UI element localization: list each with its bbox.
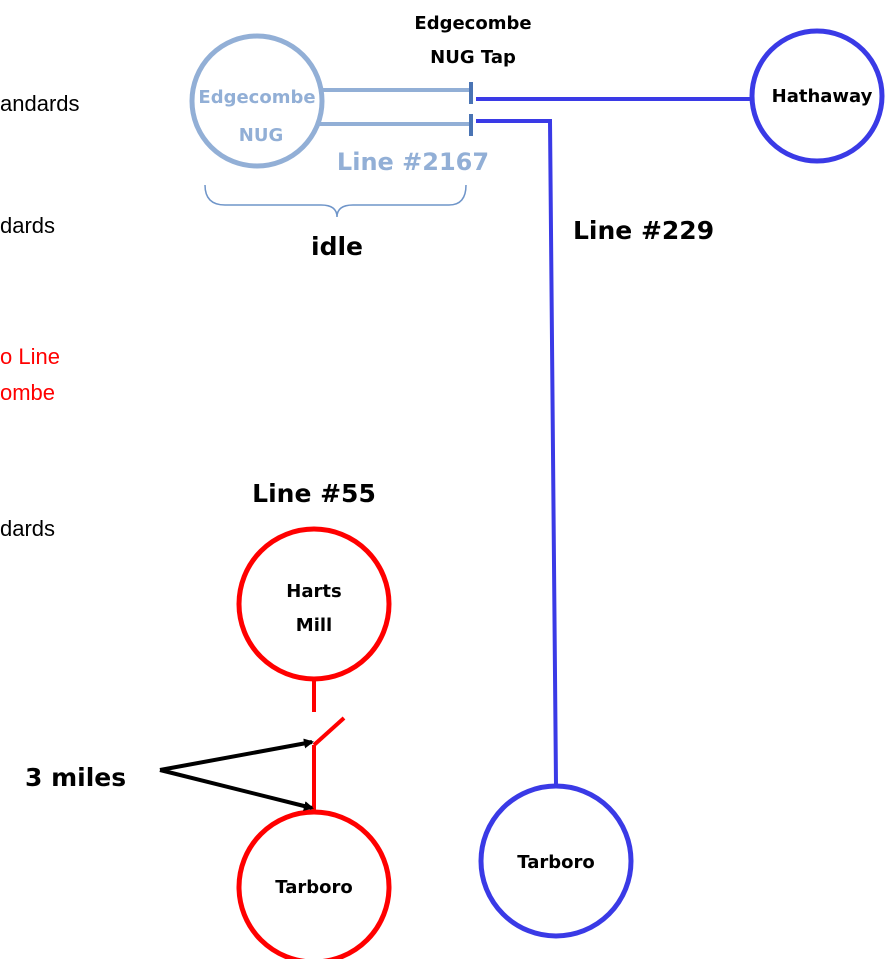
idle-brace — [204, 184, 467, 218]
line-2167-label: Line #2167 — [337, 148, 489, 176]
side-text-standards-2: dards — [0, 213, 55, 238]
line-55-open-switch — [312, 716, 346, 747]
line-229-label: Line #229 — [573, 216, 714, 245]
side-text-standards-1: andards — [0, 91, 80, 116]
harts-mill-label-1: Harts — [286, 581, 341, 602]
three-miles-label: 3 miles — [25, 763, 126, 792]
hathaway-node — [749, 28, 885, 164]
tarboro-red-label: Tarboro — [275, 877, 352, 898]
tarboro-blue-label: Tarboro — [517, 852, 594, 873]
side-text-red-1: o Line — [0, 344, 60, 369]
arrow-upper — [159, 738, 314, 772]
idle-label: idle — [311, 232, 363, 261]
tarboro-red-node — [236, 809, 392, 959]
edgecombe-nug-node — [189, 33, 325, 169]
line-55-label: Line #55 — [252, 479, 376, 508]
tap-label-1: Edgecombe — [414, 13, 531, 34]
edgecombe-nug-label-2: NUG — [239, 125, 283, 146]
hathaway-label: Hathaway — [772, 86, 873, 107]
side-text-standards-3: dards — [0, 516, 55, 541]
tarboro-blue-node — [478, 783, 634, 939]
edgecombe-nug-label-1: Edgecombe — [198, 87, 315, 108]
harts-mill-node — [236, 526, 392, 682]
arrow-lower — [159, 768, 314, 811]
side-text-red-2: ombe — [0, 380, 55, 405]
tap-label-2: NUG Tap — [430, 47, 516, 68]
line-229-to-tarboro — [476, 119, 558, 786]
harts-mill-label-2: Mill — [296, 615, 332, 636]
